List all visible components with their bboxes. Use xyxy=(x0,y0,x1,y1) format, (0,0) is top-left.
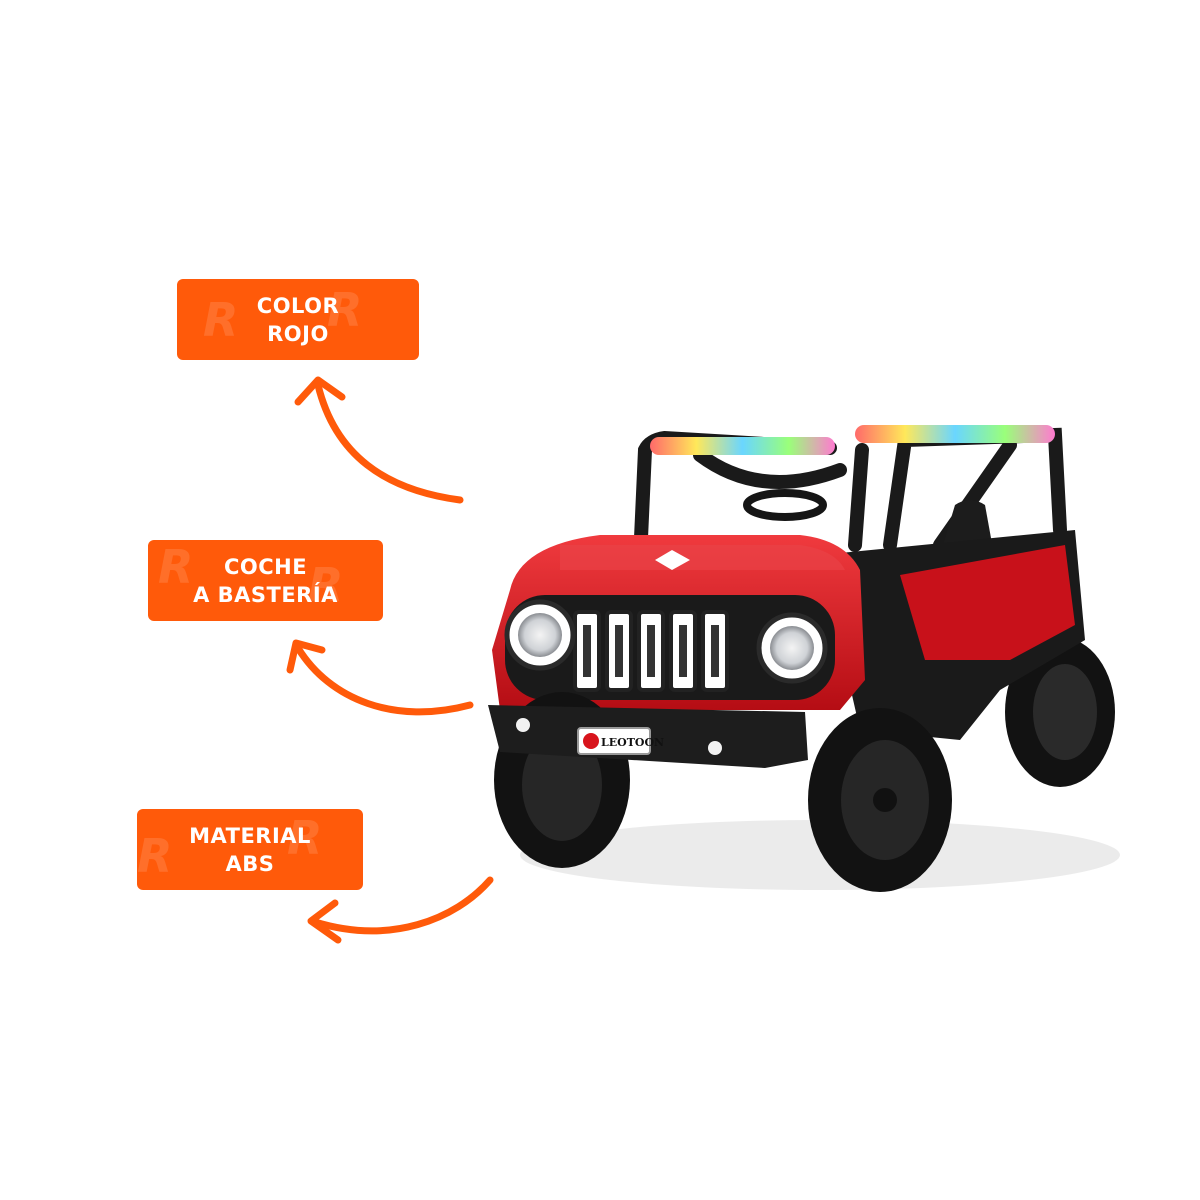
led-bar-front xyxy=(650,437,835,455)
grille xyxy=(573,610,729,692)
led-bar-rear xyxy=(855,425,1055,443)
side-body xyxy=(900,545,1075,660)
watermark-logo: R xyxy=(287,811,323,865)
watermark-logo: R xyxy=(327,283,363,337)
badge-material-line2: ABS xyxy=(225,851,275,876)
fog-light-left xyxy=(516,718,530,732)
wheel-rear-right xyxy=(1005,637,1115,787)
hood-highlight xyxy=(560,545,845,570)
badge-color-line1: COLOR xyxy=(256,293,340,318)
shadow xyxy=(520,820,1120,890)
badge-color-rojo: R R COLOR ROJO xyxy=(177,279,419,360)
badge-color-line2: ROJO xyxy=(267,321,329,346)
watermark-logo: R xyxy=(308,558,344,612)
watermark-logo: R xyxy=(158,540,194,594)
headlight-right xyxy=(756,612,828,684)
license-plate xyxy=(577,727,651,755)
badge-coche-line1: COCHE xyxy=(223,554,308,579)
shield-logo-icon xyxy=(583,733,599,749)
watermark-logo: R xyxy=(137,829,173,883)
watermark-logo: R xyxy=(203,293,239,347)
badge-coche-line2: A BASTERÍA xyxy=(193,582,338,607)
badge-coche-bateria: R R COCHE A BASTERÍA xyxy=(148,540,383,621)
curved-arrow-icon xyxy=(307,876,494,944)
hood-logo-icon xyxy=(655,550,690,570)
license-plate-text: LEOTOON xyxy=(601,736,664,749)
steering-wheel xyxy=(743,489,827,521)
badge-material-abs: R R MATERIAL ABS xyxy=(137,809,363,890)
headlight-left xyxy=(504,599,576,671)
fog-light-right xyxy=(708,741,722,755)
badge-material-line1: MATERIAL xyxy=(189,823,311,848)
curved-arrow-icon xyxy=(286,639,474,716)
curved-arrow-icon xyxy=(294,376,464,504)
wheel-front-right xyxy=(808,708,952,892)
